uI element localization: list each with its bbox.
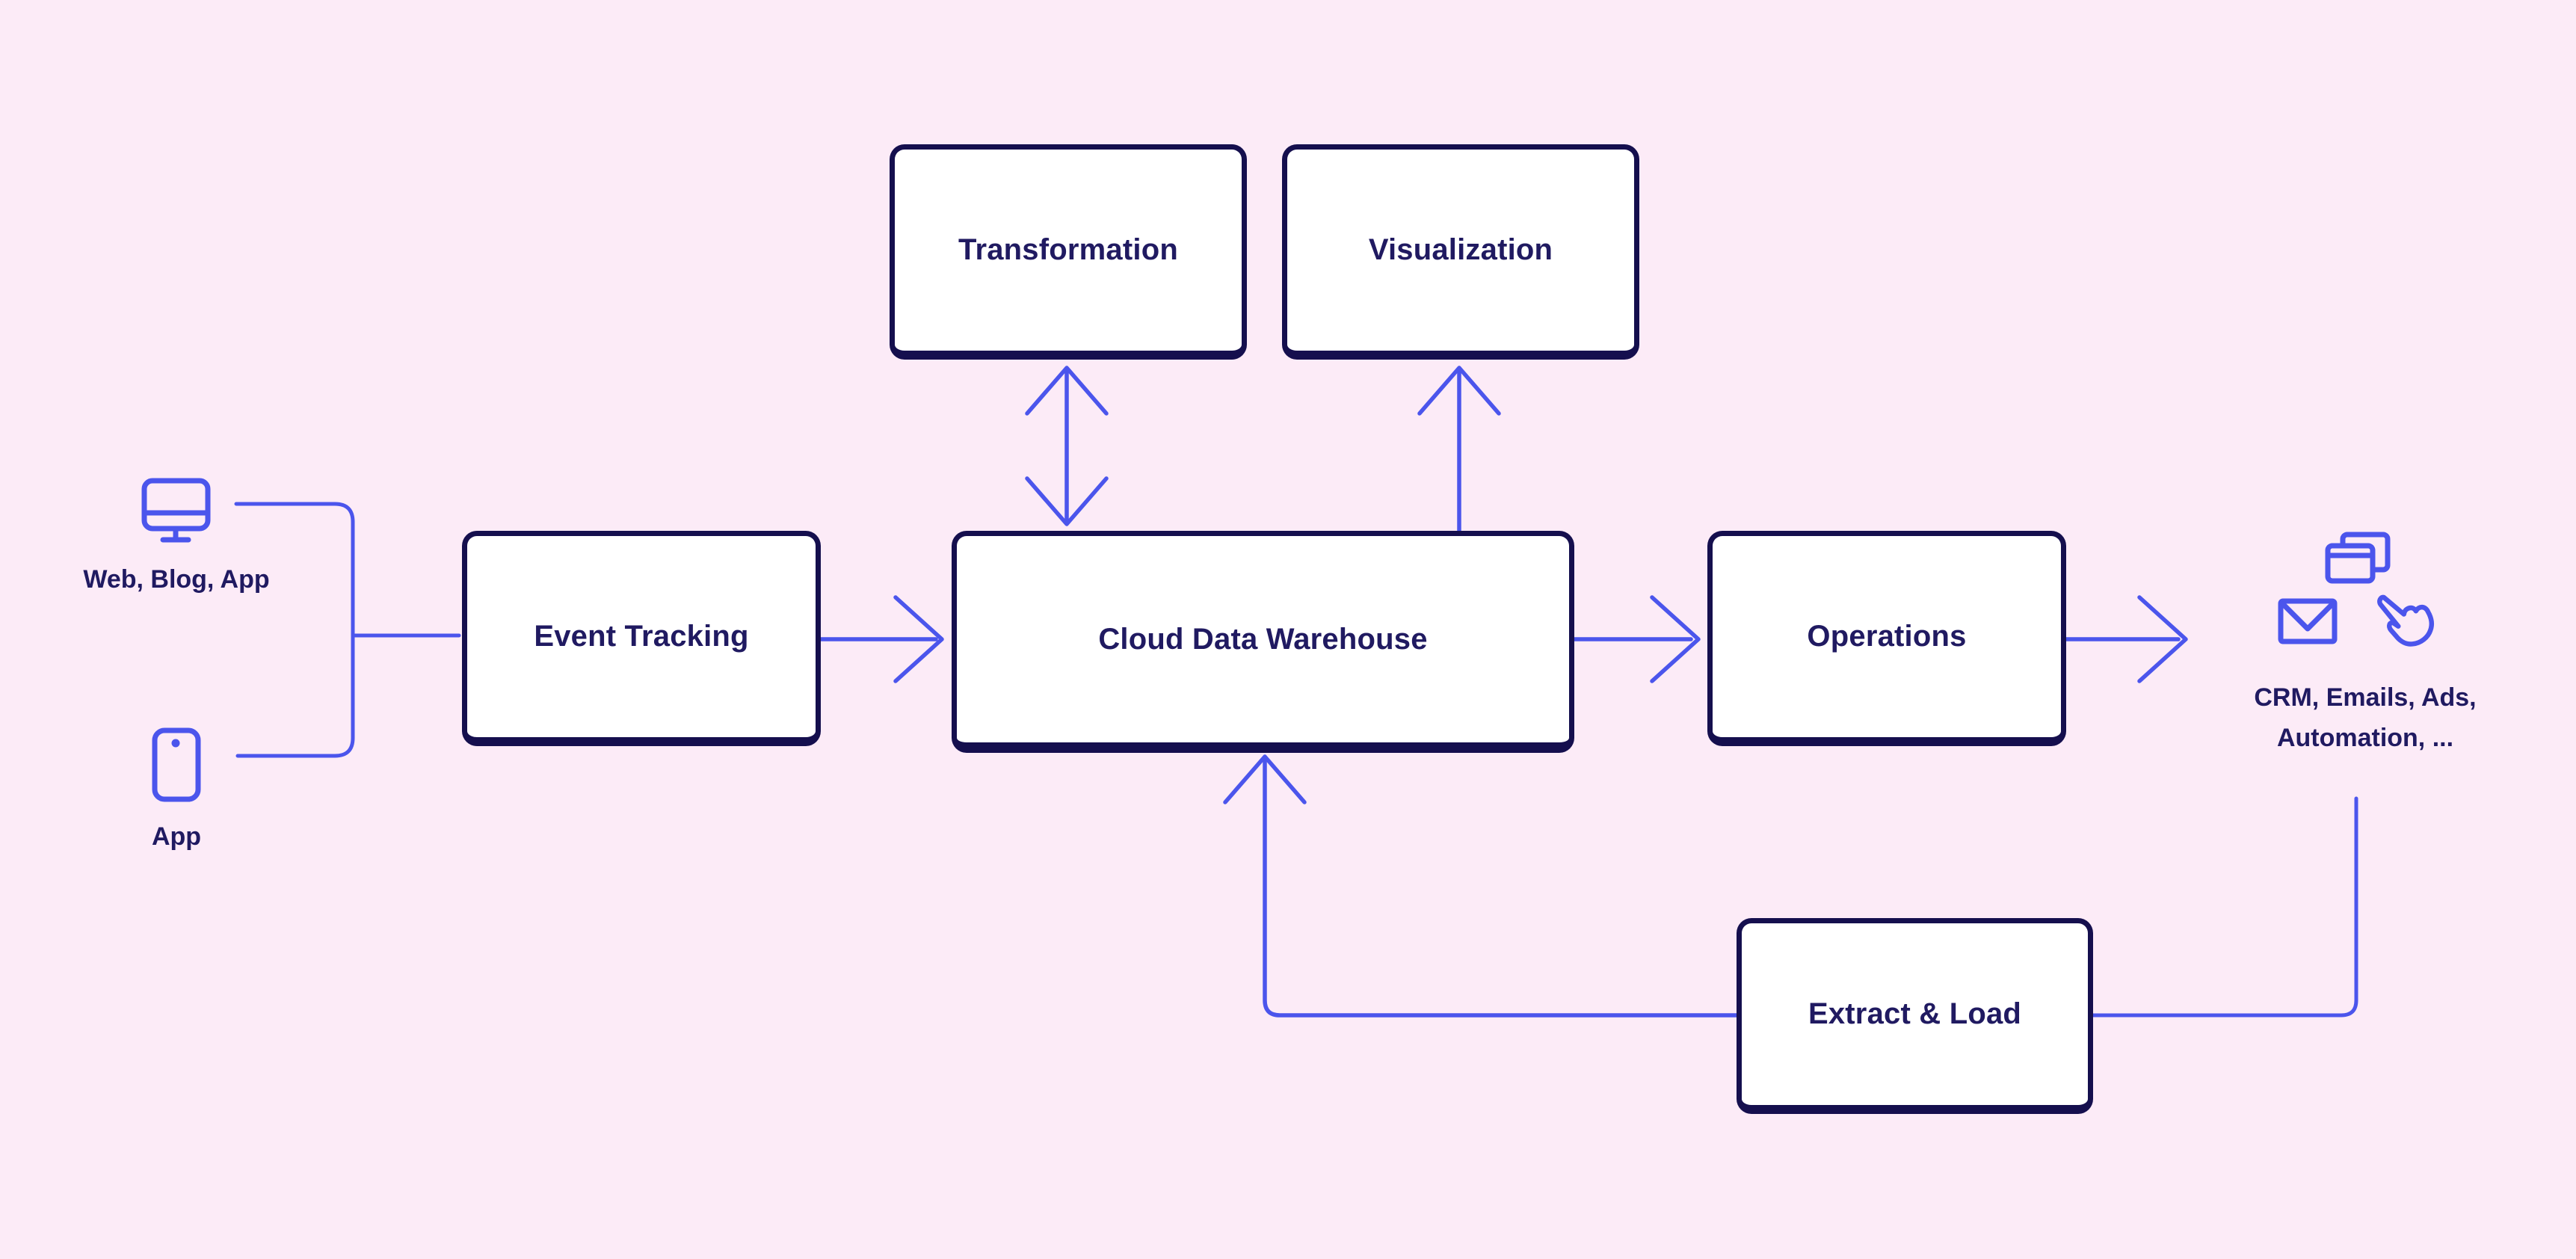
arrow-warehouse-to-visualization (1417, 366, 1501, 533)
source-bracket-line (234, 502, 461, 758)
arrow-event-to-warehouse (819, 595, 944, 683)
destinations-to-extract-line (2091, 796, 2358, 1018)
node-cloud-data-warehouse: Cloud Data Warehouse (952, 531, 1574, 753)
node-extract-load: Extract & Load (1737, 918, 2093, 1114)
node-transformation: Transformation (890, 144, 1247, 360)
destinations-label-line2: Automation, ... (2276, 724, 2454, 752)
node-operations: Operations (1707, 531, 2066, 746)
arrow-warehouse-to-operations (1572, 595, 1701, 683)
node-extract-load-label: Extract & Load (1808, 997, 2022, 1030)
node-operations-label: Operations (1807, 620, 1967, 653)
node-event-tracking: Event Tracking (462, 531, 821, 746)
desktop-icon (141, 478, 211, 543)
browser-windows-icon (2325, 532, 2391, 584)
destinations-label: CRM, Emails, Ads, Automation, ... (2254, 677, 2476, 758)
arrow-transformation-bidirectional (1025, 366, 1109, 526)
arrow-extract-to-warehouse (1223, 754, 1739, 1018)
source-web-label: Web, Blog, App (83, 565, 270, 594)
destinations-label-line1: CRM, Emails, Ads, (2254, 683, 2477, 712)
node-visualization-label: Visualization (1368, 233, 1553, 266)
node-event-tracking-label: Event Tracking (534, 620, 749, 653)
source-app-label: App (151, 822, 202, 851)
node-visualization: Visualization (1282, 144, 1639, 360)
envelope-icon (2278, 598, 2338, 644)
node-cloud-data-warehouse-label: Cloud Data Warehouse (1098, 622, 1428, 656)
smartphone-icon (152, 727, 201, 802)
arrow-operations-to-destinations (2064, 595, 2188, 683)
node-transformation-label: Transformation (958, 233, 1178, 266)
click-hand-icon (2377, 594, 2435, 647)
